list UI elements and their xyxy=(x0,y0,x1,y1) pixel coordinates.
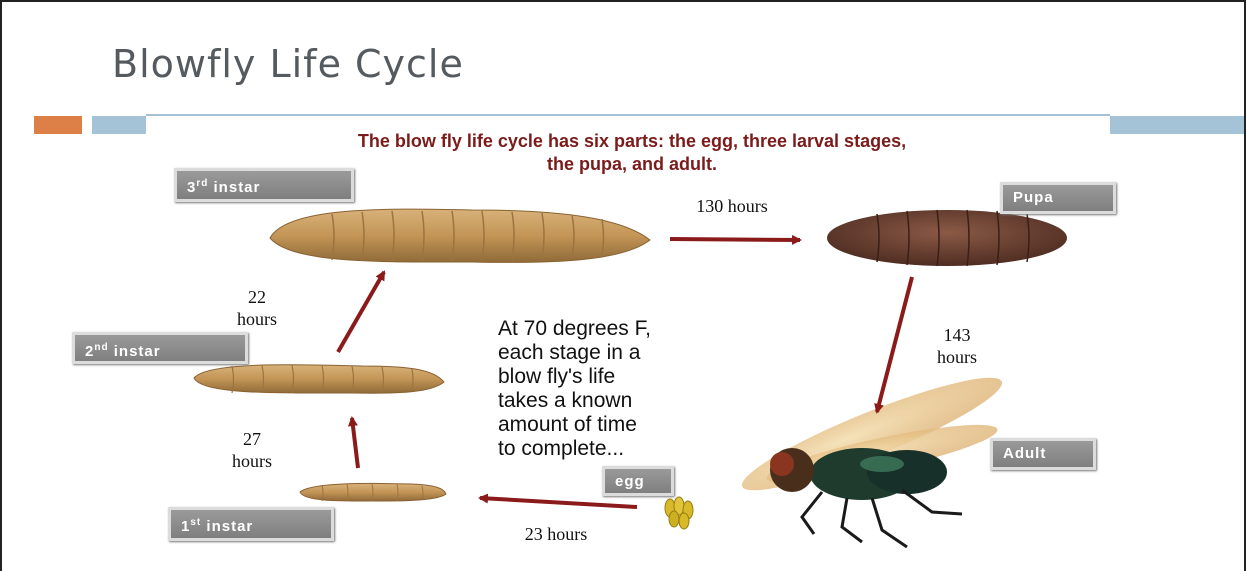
note-line: At 70 degrees F, xyxy=(498,317,758,341)
first-instar-larva-image xyxy=(300,483,446,501)
note-line: takes a known xyxy=(498,389,758,413)
label-third-instar: 3rd instar xyxy=(174,168,354,202)
second-instar-larva-image xyxy=(194,365,444,394)
duration-first-to-second: 27 hours xyxy=(202,428,302,472)
third-instar-larva-image xyxy=(270,209,650,262)
note-line: amount of time xyxy=(498,413,758,437)
arrow-third-to-pupa xyxy=(670,239,800,240)
note-line: blow fly's life xyxy=(498,365,758,389)
arrow-second-to-third xyxy=(338,272,384,352)
label-adult: Adult xyxy=(990,438,1096,470)
note-line: to complete... xyxy=(498,437,758,461)
adult-fly-image xyxy=(734,361,1010,547)
arrow-egg-to-first xyxy=(480,498,637,507)
label-first-instar: 1st instar xyxy=(168,507,334,541)
label-pupa: Pupa xyxy=(1000,182,1116,214)
pupa-image xyxy=(827,210,1067,266)
duration-egg-to-first: 23 hours xyxy=(486,523,626,545)
duration-pupa-to-adult: 143 hours xyxy=(907,324,1007,368)
temperature-note: At 70 degrees F, each stage in a blow fl… xyxy=(498,317,758,461)
duration-second-to-third: 22 hours xyxy=(207,286,307,330)
egg-image xyxy=(665,497,693,529)
label-egg: egg xyxy=(602,466,674,496)
note-line: each stage in a xyxy=(498,341,758,365)
arrow-first-to-second xyxy=(352,418,358,468)
duration-third-to-pupa: 130 hours xyxy=(662,195,802,217)
label-second-instar: 2nd instar xyxy=(72,332,248,364)
